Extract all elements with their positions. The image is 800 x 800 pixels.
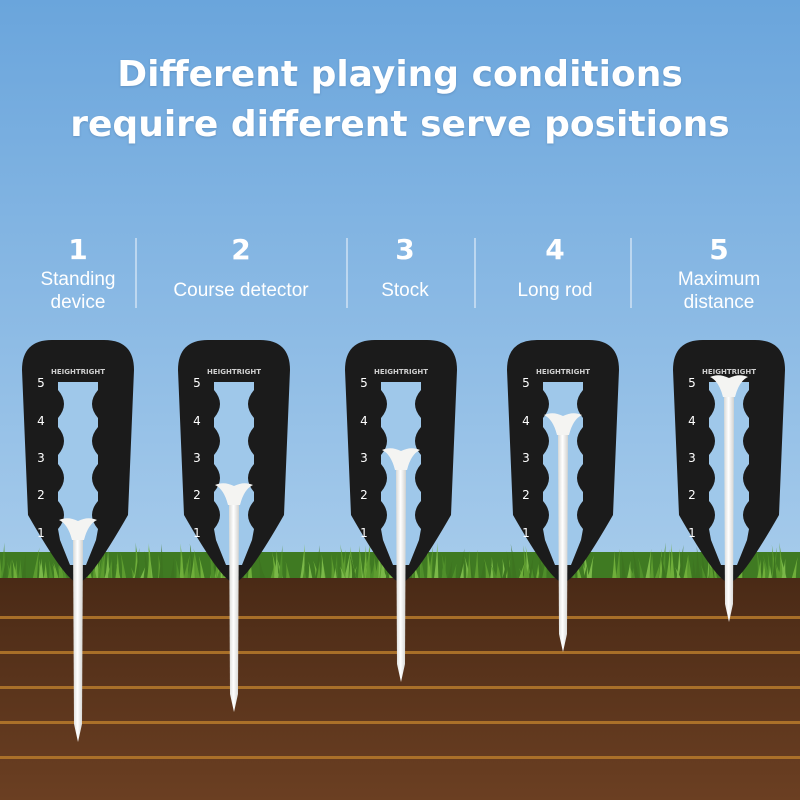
scale-mark: 1 — [522, 526, 530, 540]
scale-mark: 1 — [360, 526, 368, 540]
tee-holder-5: HEIGHTRIGHT 5 4 3 2 1 — [673, 340, 785, 622]
position-number: 4 — [545, 233, 565, 266]
position-column-3: 3 Stock — [330, 232, 480, 302]
position-number: 5 — [709, 233, 729, 266]
brand-label: HEIGHTRIGHT — [702, 368, 756, 376]
column-divider — [135, 238, 137, 308]
golf-tee — [59, 518, 97, 742]
scale-mark: 3 — [688, 451, 696, 465]
scale-mark: 2 — [360, 488, 368, 502]
scale-mark: 1 — [688, 526, 696, 540]
scale-mark: 5 — [37, 376, 45, 390]
scale-mark: 5 — [522, 376, 530, 390]
column-divider — [630, 238, 632, 308]
position-number: 2 — [231, 233, 251, 266]
tee-holder-3: HEIGHTRIGHT 5 4 3 2 1 — [345, 340, 457, 682]
scale-mark: 4 — [688, 414, 696, 428]
scale-mark: 3 — [360, 451, 368, 465]
tee-holder-4: HEIGHTRIGHT 5 4 3 2 1 — [507, 340, 619, 652]
position-label-line: Stock — [381, 280, 429, 301]
column-divider — [474, 238, 476, 308]
position-column-2: 2 Course detector — [166, 232, 316, 302]
scale-mark: 4 — [360, 414, 368, 428]
brand-label: HEIGHTRIGHT — [374, 368, 428, 376]
position-label-line: Standing — [40, 269, 116, 290]
column-divider — [346, 238, 348, 308]
scale-mark: 5 — [688, 376, 696, 390]
position-label-line: Maximum — [677, 269, 761, 290]
scale-mark: 3 — [37, 451, 45, 465]
position-column-5: 5 Maximum distance — [644, 232, 794, 314]
scale-mark: 2 — [37, 488, 45, 502]
headline: Different playing conditions require dif… — [0, 50, 800, 150]
scale-mark: 2 — [193, 488, 201, 502]
scale-mark: 1 — [193, 526, 201, 540]
position-column-1: 1 Standing device — [3, 232, 153, 314]
position-number: 3 — [395, 233, 415, 266]
headline-line-2: require different serve positions — [70, 104, 730, 145]
position-column-4: 4 Long rod — [480, 232, 630, 302]
position-label-line: device — [50, 292, 106, 313]
brand-label: HEIGHTRIGHT — [536, 368, 590, 376]
tee-holder-1: HEIGHTRIGHT 5 4 3 2 1 — [22, 340, 134, 742]
scale-mark: 3 — [522, 451, 530, 465]
headline-line-1: Different playing conditions — [117, 54, 683, 95]
position-label-line: Course detector — [173, 280, 309, 301]
tee-holder-2: HEIGHTRIGHT 5 4 3 2 1 — [178, 340, 290, 712]
scale-mark: 1 — [37, 526, 45, 540]
scale-mark: 2 — [688, 488, 696, 502]
golf-tee — [710, 375, 748, 622]
position-label-line: Long rod — [517, 280, 593, 301]
holder-slot — [214, 382, 254, 565]
golf-tee — [382, 448, 420, 682]
scale-mark: 5 — [360, 376, 368, 390]
tee-holders: HEIGHTRIGHT54321HEIGHTRIGHT54321HEIGHTRI… — [22, 340, 785, 742]
scale-mark: 3 — [193, 451, 201, 465]
position-label-line: distance — [683, 292, 755, 313]
scale-mark: 4 — [522, 414, 530, 428]
scale-mark: 4 — [193, 414, 201, 428]
brand-label: HEIGHTRIGHT — [51, 368, 105, 376]
position-number: 1 — [68, 233, 88, 266]
scale-mark: 5 — [193, 376, 201, 390]
golf-tee — [544, 413, 582, 652]
scale-mark: 2 — [522, 488, 530, 502]
golf-tee — [215, 483, 253, 712]
scale-mark: 4 — [37, 414, 45, 428]
brand-label: HEIGHTRIGHT — [207, 368, 261, 376]
